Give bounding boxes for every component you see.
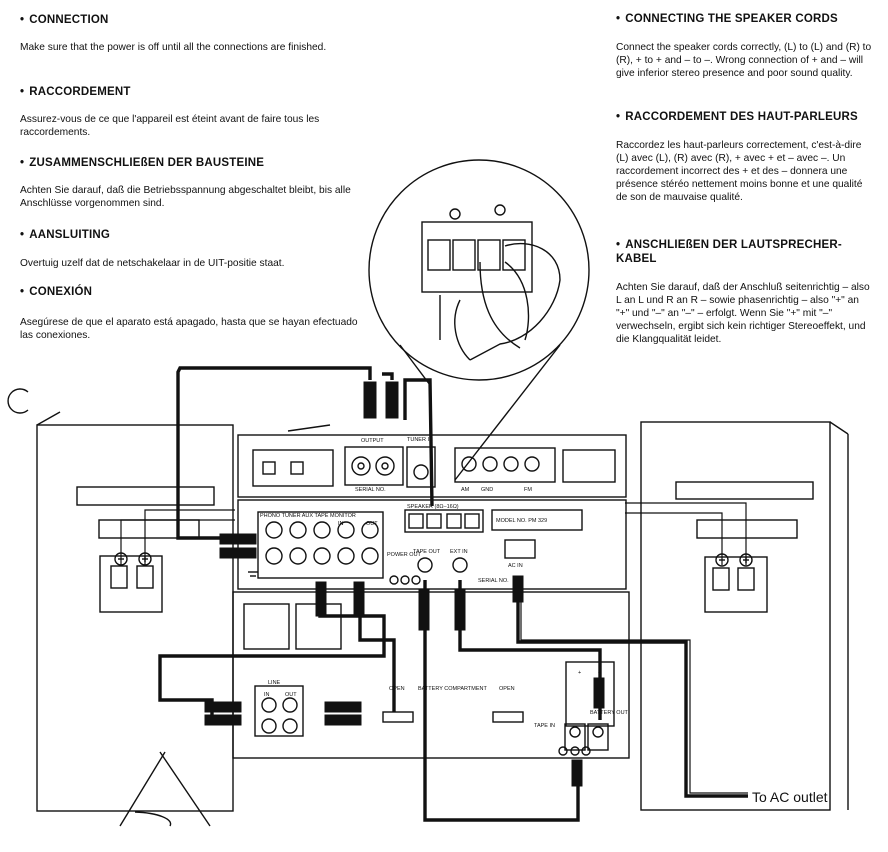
heading-zusammenschliessen: •ZUSAMMENSCHLIEßEN DER BAUSTEINE [20,157,265,169]
label-line: LINE [268,680,281,686]
label-power-out: POWER OUT [387,552,422,558]
battery-section [232,591,630,759]
label-serial-no-top: SERIAL NO. [355,487,386,493]
label-plus-sign: + [578,670,581,676]
text-connection: Make sure that the power is off until al… [20,42,327,53]
label-battery-out: BATTERY OUT [590,710,629,716]
text-haut-parleurs: Raccordez les haut-parleurs correctement… [616,140,863,203]
heading-raccordement: •RACCORDEMENT [20,86,131,98]
label-line-out: OUT [285,692,297,698]
amplifier-section [237,499,627,590]
label-tape-out-jack: TAPE OUT [413,549,441,555]
right-speaker [640,421,849,811]
label-minus-sign: − [598,670,601,676]
text-zusammenschliessen: Achten Sie darauf, daß die Betriebsspann… [20,185,351,209]
text-speaker-cords: Connect the speaker cords correctly, (L)… [616,42,872,79]
cables [158,366,748,822]
label-gnd: GND [481,487,493,493]
label-tuner-in: TUNER IN [407,437,433,443]
magnified-speaker-terminals [368,159,590,481]
label-output: OUTPUT [361,438,384,444]
label-am: AM [461,487,470,493]
left-speaker [36,411,234,812]
heading-connection: •CONNECTION [20,14,109,26]
label-tape-in-bottom: TAPE IN [534,723,555,729]
label-model-no: MODEL NO. PM 329 [496,518,547,524]
text-lautsprecher: Achten Sie darauf, daß der Anschluß seit… [616,282,870,345]
label-ac-in: AC IN [508,563,523,569]
label-ac-outlet: To AC outlet [752,789,828,805]
label-battery-compartment: BATTERY COMPARTMENT [418,686,488,692]
text-raccordement: Assurez-vous de ce que l'appareil est ét… [20,114,320,138]
label-fm: FM [524,487,532,493]
text-conexion: Asegúrese de que el aparato está apagado… [20,317,358,341]
heading-haut-parleurs: •RACCORDEMENT DES HAUT-PARLEURS [616,111,858,123]
label-serial-no-bottom: SERIAL NO. [478,578,509,584]
heading-speaker-cords: •CONNECTING THE SPEAKER CORDS [616,13,838,25]
label-open-right: OPEN [499,686,515,692]
label-tape-in: IN [338,521,344,527]
heading-conexion: •CONEXIÓN [20,286,93,298]
label-phono-tuner-aux-tape: PHONO TUNER AUX TAPE MONITOR [260,513,356,519]
heading-aansluiting: •AANSLUITING [20,229,111,241]
label-line-in: IN [264,692,270,698]
heading-lautsprecher: •ANSCHLIEßEN DER LAUTSPRECHER-KABEL [616,239,842,265]
label-ext-in: EXT IN [450,549,468,555]
label-speaker-terminals: SPEAKER (8Ω–16Ω) [407,504,459,510]
text-aansluiting: Overtuig uzelf dat de netschakelaar in d… [20,258,285,269]
label-open-left: OPEN [389,686,405,692]
label-tape-out: OUT [366,521,378,527]
plugs [204,381,605,787]
